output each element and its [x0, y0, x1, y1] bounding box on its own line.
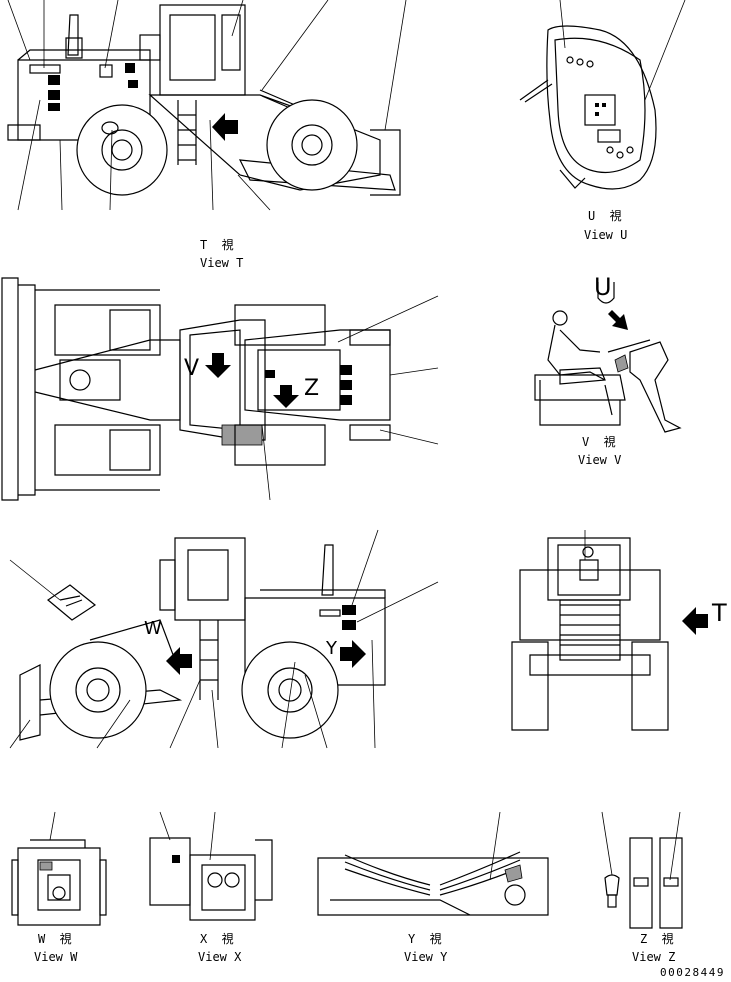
view-v-operator — [534, 282, 682, 433]
view-v-caption-jp: V 視 — [582, 435, 616, 449]
view-y — [317, 811, 549, 916]
view-u-caption-jp: U 視 — [588, 209, 622, 223]
marker-y: Y — [326, 638, 337, 659]
view-y-caption-en: View Y — [404, 950, 448, 964]
view-t-side-elevation — [7, 0, 407, 211]
view-w — [11, 811, 107, 926]
view-w-caption-jp: W 視 — [38, 932, 72, 946]
view-u-caption-en: View U — [584, 228, 628, 242]
plan-view — [1, 277, 439, 501]
view-z-caption-jp: Z 視 — [640, 932, 674, 946]
marker-u: U — [594, 273, 612, 301]
left-side-elevation — [9, 529, 439, 749]
front-view — [511, 530, 708, 731]
drawing-number: 00028449 — [660, 966, 725, 979]
view-z — [601, 811, 683, 929]
view-t-caption-en: View T — [200, 256, 244, 270]
view-x — [149, 811, 273, 921]
marker-z: Z — [304, 376, 320, 401]
view-z-caption-en: View Z — [632, 950, 676, 964]
view-v-caption-en: View V — [578, 453, 622, 467]
view-u-console — [519, 0, 686, 190]
view-t-caption-jp: T 視 — [200, 238, 234, 252]
view-x-caption-en: View X — [198, 950, 242, 964]
marker-t: T — [712, 599, 727, 627]
view-y-caption-jp: Y 視 — [408, 932, 442, 946]
marker-v: V — [184, 356, 200, 381]
view-x-caption-jp: X 視 — [200, 932, 234, 946]
marker-w: W — [144, 618, 162, 639]
view-w-caption-en: View W — [34, 950, 78, 964]
